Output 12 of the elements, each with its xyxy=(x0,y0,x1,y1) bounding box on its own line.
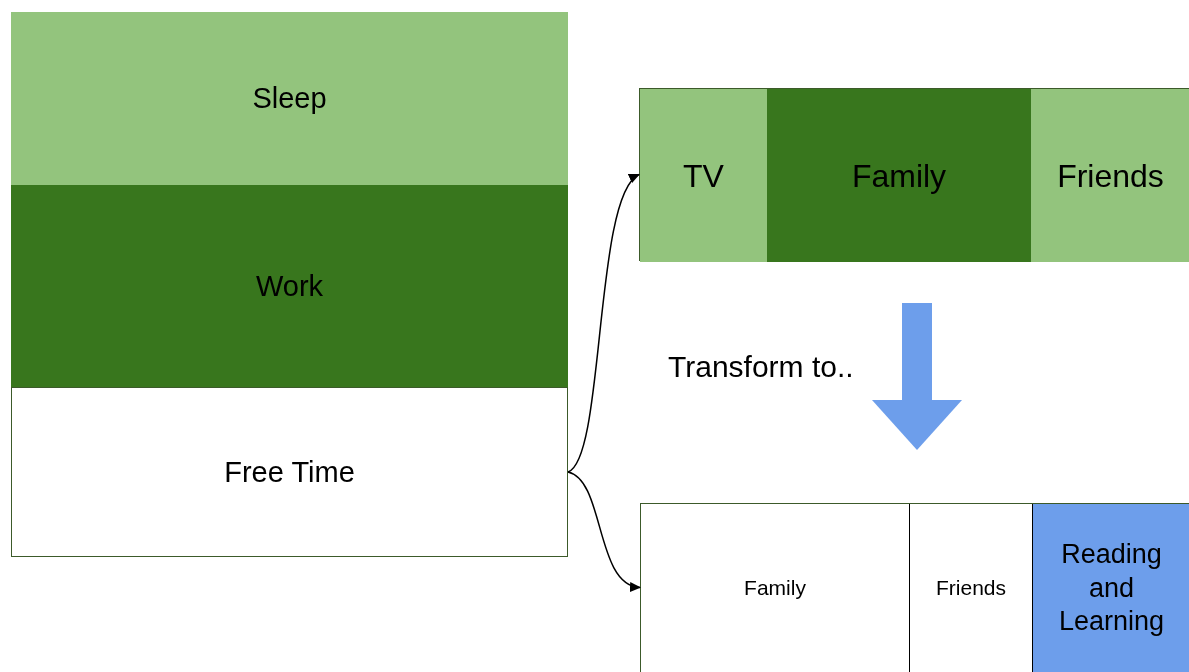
segment-box: Work xyxy=(11,185,568,387)
segment-box: Family xyxy=(767,89,1031,262)
arrow xyxy=(567,173,640,473)
segment-box: TV xyxy=(640,89,767,262)
segment-box: Friends xyxy=(1031,89,1189,262)
group-frame xyxy=(639,88,1189,261)
arrow xyxy=(567,471,641,590)
segment-box: Sleep xyxy=(11,12,568,185)
group-frame xyxy=(640,503,1189,672)
segment-box: Reading and Learning xyxy=(1032,504,1189,672)
segment-box: Free Time xyxy=(11,387,568,557)
block-arrow xyxy=(872,303,962,450)
